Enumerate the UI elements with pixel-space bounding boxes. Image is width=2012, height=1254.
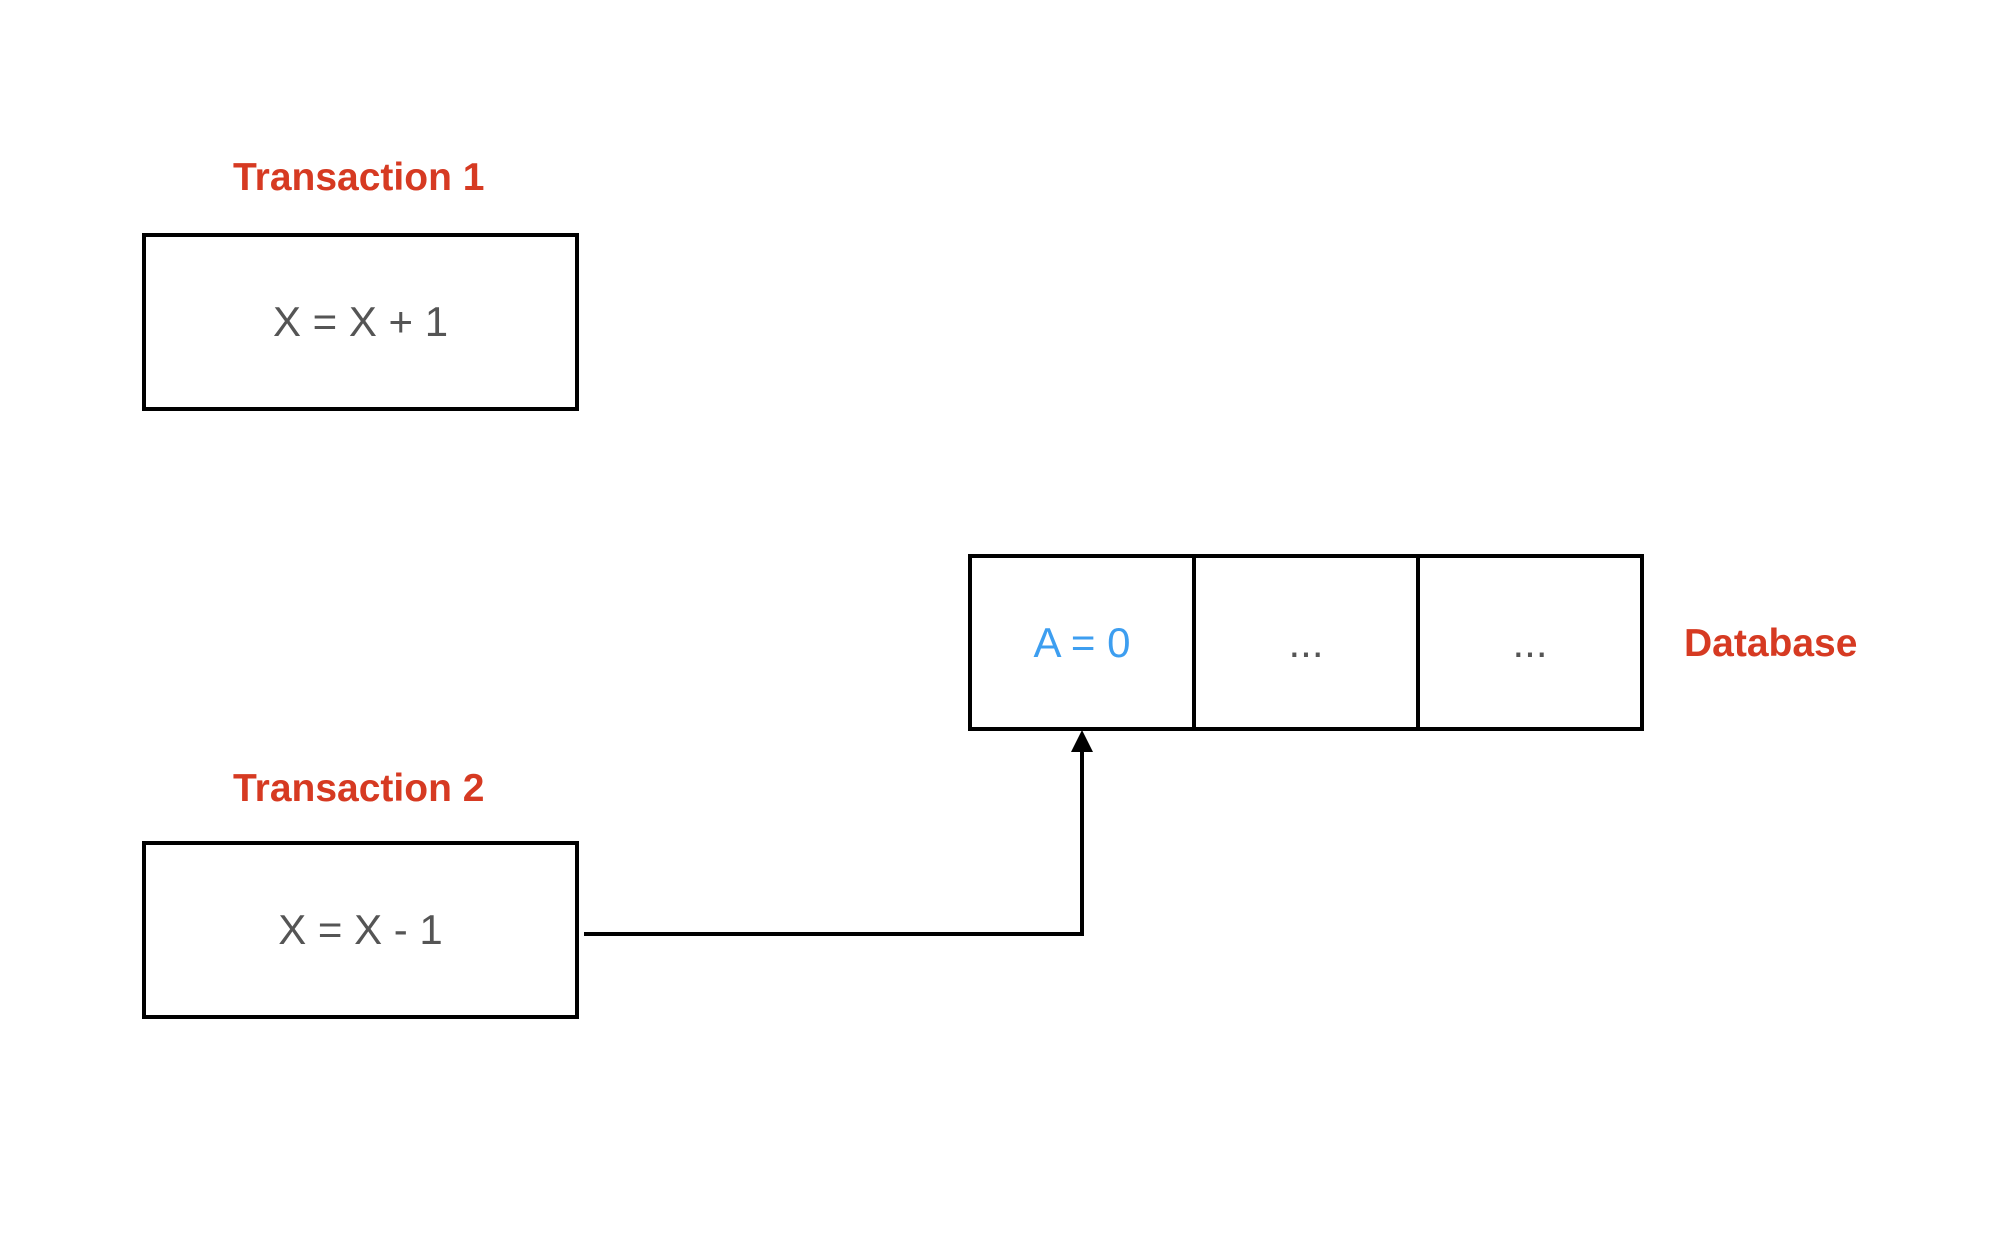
transaction-2-operation: X = X - 1 [278, 906, 443, 953]
transaction-2-label: Transaction 2 [233, 767, 485, 810]
transaction-2-box: X = X - 1 [142, 841, 579, 1019]
database-cell-3-text: ... [1512, 618, 1548, 666]
database-cell-2-text: ... [1288, 618, 1324, 666]
database-cell-1: A = 0 [972, 558, 1192, 727]
connector-line [584, 752, 1084, 936]
transaction-1-label: Transaction 1 [233, 156, 485, 199]
database-label: Database [1684, 622, 1858, 665]
arrowhead-icon [1071, 730, 1093, 752]
database-table: A = 0 ... ... [968, 554, 1644, 731]
database-cell-1-text: A = 0 [1033, 618, 1131, 666]
database-cell-3: ... [1416, 558, 1640, 727]
database-cell-2: ... [1192, 558, 1416, 727]
transaction-1-operation: X = X + 1 [272, 298, 449, 345]
transaction-1-box: X = X + 1 [142, 233, 579, 411]
